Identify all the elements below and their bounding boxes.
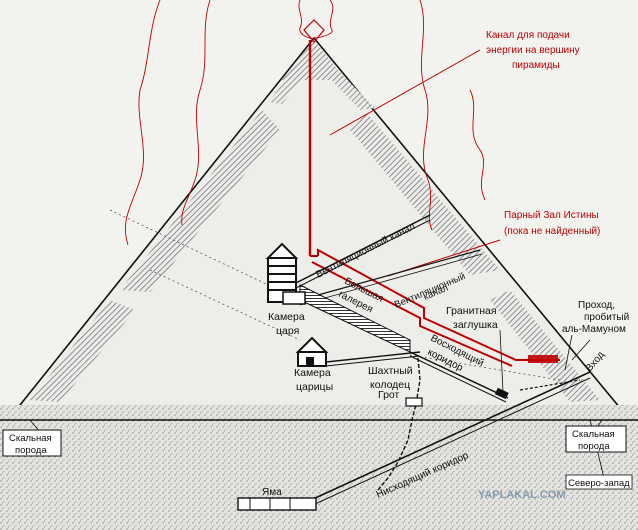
energy-wave-left-2 — [181, 0, 211, 226]
bedrock-left-box — [2, 429, 62, 457]
twin-hall-annotation: Парный Зал Истины (пока не найденный) — [504, 210, 601, 237]
shaft-well — [377, 357, 421, 491]
energy-wave-right-2 — [469, 89, 486, 201]
descending-corridor — [299, 371, 591, 506]
energy-channel-annotation: Канал для подачи энергии на вершину пира… — [486, 30, 582, 71]
leader-energy-channel — [329, 49, 481, 136]
granite-plug-block — [494, 387, 509, 400]
pit-chamber — [237, 497, 317, 511]
northwest-box — [565, 474, 633, 490]
queens-passage — [325, 351, 421, 363]
twin-hall-outline — [317, 248, 560, 361]
mamun-passage — [519, 379, 581, 391]
northwest-label: Северо-запад — [568, 478, 630, 489]
bedrock-ground — [0, 405, 638, 530]
kings-chamber-label: Камера царя — [268, 311, 308, 337]
twin-hall-block — [528, 355, 558, 363]
grotto-label: Грот — [378, 389, 400, 401]
kings-chamber — [265, 242, 306, 305]
shaft-well-label: Шахтный колодец — [368, 365, 416, 391]
vent-channel-upper — [291, 214, 431, 286]
mamun-passage-label: Проход, пробитый аль-Мамуном — [562, 300, 632, 335]
ascending-corridor — [409, 351, 509, 399]
energy-wave-left-1 — [124, 0, 161, 246]
apex-diamond — [303, 19, 325, 43]
queens-chamber — [295, 336, 329, 367]
watermark-text: YAPLAKAL.COM — [478, 489, 566, 501]
energy-wave-right-1 — [419, 0, 433, 231]
grotto-box — [405, 397, 423, 407]
bedrock-left-label: Скальная порода — [9, 433, 54, 456]
bedrock-right-label: Скальная порода — [572, 429, 617, 452]
bedrock-right-box — [565, 425, 627, 453]
queens-chamber-label: Камера царицы — [294, 367, 334, 393]
granite-plug-label: Гранитная заглушка — [446, 305, 500, 331]
pit-label: Яма — [262, 487, 282, 498]
